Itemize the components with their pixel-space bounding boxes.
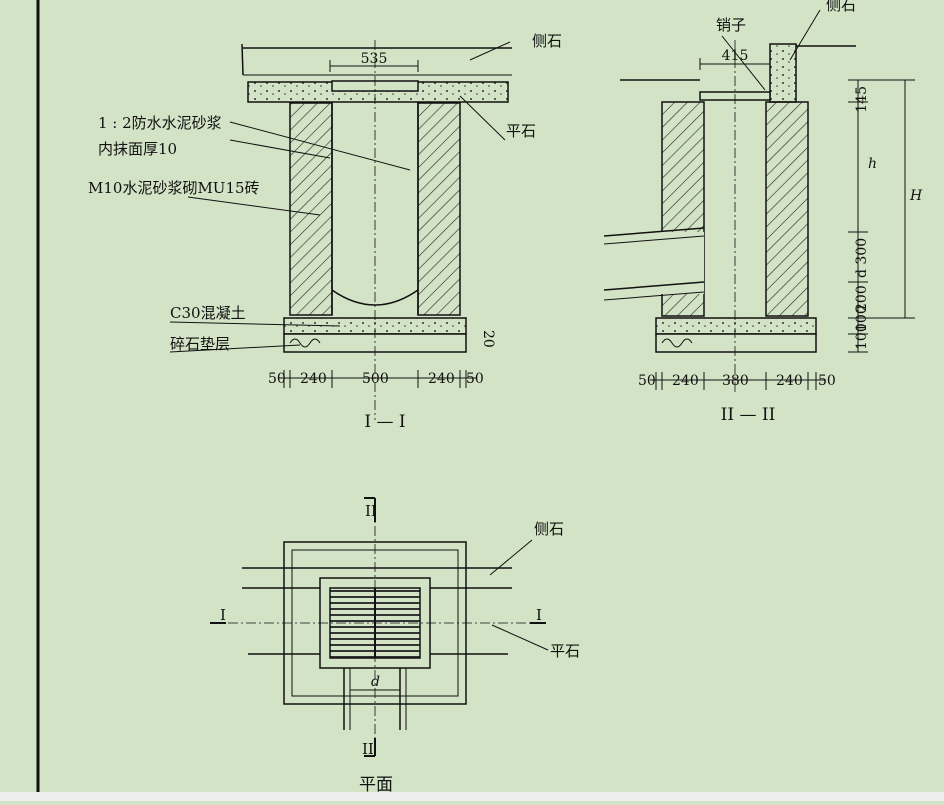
s2-dim-200: 200 — [854, 285, 870, 312]
plan-curb-label: 侧石 — [534, 520, 564, 538]
s2-dim-d300: d 300 — [854, 238, 870, 278]
plan-flat-stone-label: 平石 — [550, 642, 580, 660]
s1-dim-4: 240 — [428, 371, 455, 387]
bottom-strip — [0, 792, 944, 801]
plan-title: 平面 — [359, 775, 393, 795]
plan-cut-ii-top: II — [365, 502, 377, 520]
s2-dim-3: 380 — [722, 373, 749, 389]
s1-top-dim: 535 — [361, 51, 388, 67]
plan-cut-i-right: I — [536, 606, 542, 624]
plan-drawing — [210, 497, 549, 757]
s2-curb-label: 侧石 — [826, 0, 856, 14]
section-2-drawing — [603, 9, 915, 392]
s1-dim-3: 500 — [362, 371, 389, 387]
s1-flat-stone-label: 平石 — [506, 122, 536, 140]
s2-dim-100b: 100 — [854, 323, 870, 350]
s1-dim-2: 240 — [300, 371, 327, 387]
s2-dim-5: 50 — [818, 373, 836, 389]
s2-title: II — II — [721, 405, 776, 425]
s1-dim-1: 50 — [268, 371, 286, 387]
s2-top-dim: 415 — [722, 48, 749, 64]
plan-cut-ii-bottom: II — [362, 740, 374, 758]
s2-dim-100a: 100 — [854, 305, 870, 332]
s2-dim-145: 145 — [854, 86, 870, 113]
s1-mortar-2-label: 内抹面厚10 — [98, 140, 177, 158]
s2-dim-4: 240 — [776, 373, 803, 389]
s2-dim-2: 240 — [672, 373, 699, 389]
plan-d-label: d — [371, 674, 380, 690]
s1-mortar-label: 1 : 2防水水泥砂浆 — [98, 114, 222, 132]
s2-dim-1: 50 — [638, 373, 656, 389]
s1-curb-label: 侧石 — [532, 32, 562, 50]
s1-title: I — I — [364, 412, 405, 432]
plan-cut-i-left: I — [220, 606, 226, 624]
s2-dim-H: H — [909, 188, 923, 204]
s1-slab-note: 20 — [480, 330, 496, 348]
s2-dim-h: h — [868, 156, 877, 172]
s1-concrete-label: C30混凝土 — [170, 304, 246, 322]
s1-gravel-label: 碎石垫层 — [170, 335, 230, 353]
section-1-drawing — [169, 40, 512, 420]
s1-dim-5: 50 — [466, 371, 484, 387]
s2-pin-label: 销子 — [716, 16, 746, 34]
s1-brick-label: M10水泥砂浆砌MU15砖 — [88, 179, 260, 197]
